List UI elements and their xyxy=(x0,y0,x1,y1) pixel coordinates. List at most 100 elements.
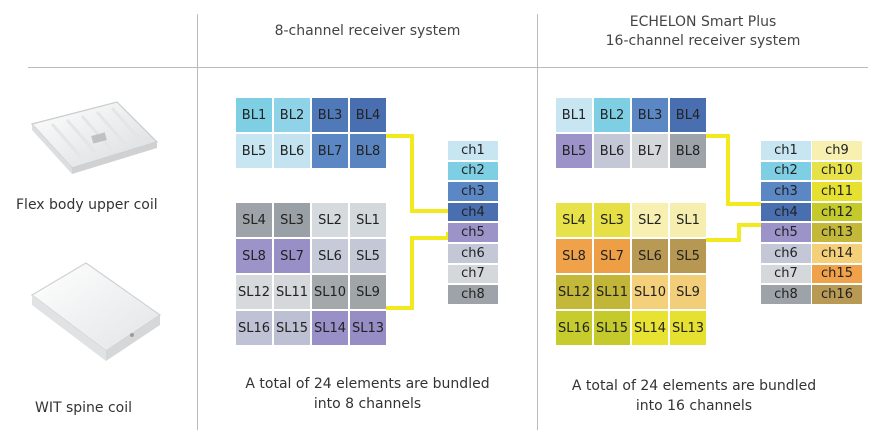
left-cell-sl4: SL4 xyxy=(236,203,272,237)
left-cell-sl10: SL10 xyxy=(312,275,348,309)
left-cell-sl5: SL5 xyxy=(350,239,386,273)
left-channel-ch6: ch6 xyxy=(448,243,498,263)
right-cell-sl15: SL15 xyxy=(594,311,630,345)
right-cell-bl8: BL8 xyxy=(670,134,706,168)
left-wire-sl xyxy=(384,232,450,310)
left-note-line2: into 8 channels xyxy=(313,396,422,412)
right-channel-ch9: ch9 xyxy=(812,141,862,160)
left-cell-sl15: SL15 xyxy=(274,311,310,345)
left-cell-sl16: SL16 xyxy=(236,311,272,345)
right-cell-bl2: BL2 xyxy=(594,98,630,132)
left-cell-sl6: SL6 xyxy=(312,239,348,273)
left-cell-sl1: SL1 xyxy=(350,203,386,237)
divider-vertical-1 xyxy=(197,14,198,430)
right-channel-ch6: ch6 xyxy=(761,243,811,263)
right-cell-bl5: BL5 xyxy=(556,134,592,168)
flex-body-coil-image xyxy=(30,101,159,174)
right-channel-ch1: ch1 xyxy=(761,141,811,160)
right-note-line1: A total of 24 elements are bundled xyxy=(571,378,817,394)
left-cell-sl9: SL9 xyxy=(350,275,386,309)
right-channel-ch2: ch2 xyxy=(761,161,811,181)
right-cell-bl6: BL6 xyxy=(594,134,630,168)
right-channel-ch16: ch16 xyxy=(812,285,862,304)
right-cell-bl3: BL3 xyxy=(632,98,668,132)
right-cell-sl14: SL14 xyxy=(632,311,668,345)
left-channel-ch3: ch3 xyxy=(448,182,498,201)
right-cell-sl8: SL8 xyxy=(556,239,592,273)
left-cell-bl2: BL2 xyxy=(274,98,310,132)
left-cell-sl7: SL7 xyxy=(274,239,310,273)
right-channel-ch15: ch15 xyxy=(812,264,862,284)
left-cell-sl8: SL8 xyxy=(236,239,272,273)
right-channel-ch5: ch5 xyxy=(761,223,811,242)
header-8ch: 8-channel receiver system xyxy=(274,23,461,39)
left-note-line1: A total of 24 elements are bundled xyxy=(245,376,490,392)
right-cell-sl13: SL13 xyxy=(670,311,706,345)
divider-horizontal xyxy=(28,67,868,68)
left-cell-bl4: BL4 xyxy=(350,98,386,132)
right-cell-sl11: SL11 xyxy=(594,275,630,309)
left-cell-sl11: SL11 xyxy=(274,275,310,309)
right-channel-ch4: ch4 xyxy=(761,202,811,222)
header-16ch: ECHELON Smart Plus 16-channel receiver s… xyxy=(538,13,868,51)
upper-coil-label: Flex body upper coil xyxy=(16,197,158,213)
right-cell-bl4: BL4 xyxy=(670,98,706,132)
spine-coil-image xyxy=(30,262,162,361)
left-note: A total of 24 elements are bundled into … xyxy=(198,374,537,414)
left-cell-sl13: SL13 xyxy=(350,311,386,345)
right-cell-sl6: SL6 xyxy=(632,239,668,273)
right-cell-sl16: SL16 xyxy=(556,311,592,345)
lower-coil-label: WIT spine coil xyxy=(35,400,133,416)
right-cell-bl1: BL1 xyxy=(556,98,592,132)
right-cell-sl5: SL5 xyxy=(670,239,706,273)
left-channel-ch5: ch5 xyxy=(448,223,498,242)
right-wire-sl xyxy=(700,223,761,242)
right-channel-ch10: ch10 xyxy=(812,161,862,181)
left-cell-bl6: BL6 xyxy=(274,134,310,168)
divider-vertical-2 xyxy=(537,14,538,430)
left-channel-ch8: ch8 xyxy=(448,285,498,304)
left-channel-ch2: ch2 xyxy=(448,161,498,181)
left-cell-sl2: SL2 xyxy=(312,203,348,237)
right-note: A total of 24 elements are bundled into … xyxy=(538,376,850,416)
left-cell-bl3: BL3 xyxy=(312,98,348,132)
right-cell-sl9: SL9 xyxy=(670,275,706,309)
left-wire-bl xyxy=(384,134,448,213)
right-channel-ch11: ch11 xyxy=(812,182,862,201)
left-cell-bl8: BL8 xyxy=(350,134,386,168)
right-cell-sl4: SL4 xyxy=(556,203,592,237)
header-16ch-line2: 16-channel receiver system xyxy=(605,33,801,49)
right-channel-ch8: ch8 xyxy=(761,285,811,304)
right-channel-ch14: ch14 xyxy=(812,243,862,263)
right-note-line2: into 16 channels xyxy=(635,398,753,414)
left-cell-sl12: SL12 xyxy=(236,275,272,309)
left-cell-bl1: BL1 xyxy=(236,98,272,132)
right-channel-ch13: ch13 xyxy=(812,223,862,242)
right-wire-bl xyxy=(700,134,761,206)
left-channel-ch7: ch7 xyxy=(448,264,498,284)
right-channel-ch7: ch7 xyxy=(761,264,811,284)
right-channel-ch12: ch12 xyxy=(812,202,862,222)
left-cell-bl5: BL5 xyxy=(236,134,272,168)
left-cell-sl3: SL3 xyxy=(274,203,310,237)
right-cell-sl12: SL12 xyxy=(556,275,592,309)
left-channel-ch4: ch4 xyxy=(448,202,498,222)
right-cell-sl7: SL7 xyxy=(594,239,630,273)
right-channel-ch3: ch3 xyxy=(761,182,811,201)
right-cell-sl10: SL10 xyxy=(632,275,668,309)
left-cell-bl7: BL7 xyxy=(312,134,348,168)
right-cell-sl1: SL1 xyxy=(670,203,706,237)
right-cell-sl3: SL3 xyxy=(594,203,630,237)
right-cell-bl7: BL7 xyxy=(632,134,668,168)
right-cell-sl2: SL2 xyxy=(632,203,668,237)
left-cell-sl14: SL14 xyxy=(312,311,348,345)
header-16ch-line1: ECHELON Smart Plus xyxy=(629,14,777,30)
